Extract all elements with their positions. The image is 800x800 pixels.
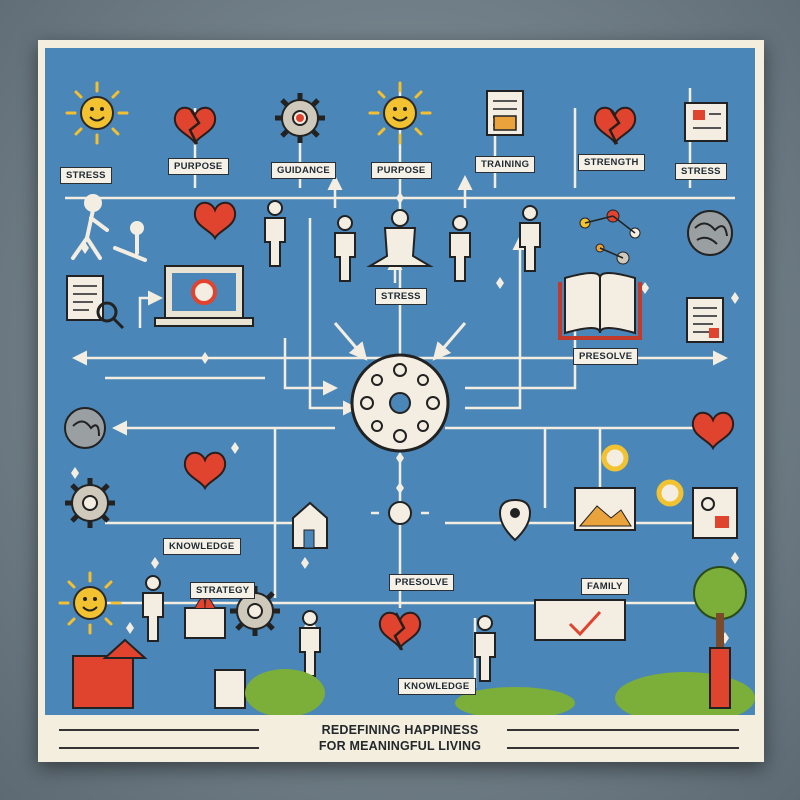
person-icon <box>474 615 496 682</box>
presolve-label: PRESOLVE <box>573 348 639 365</box>
landscape-picture-icon <box>574 487 636 531</box>
poster-footer: REDEFINING HAPPINESS FOR MEANINGFUL LIVI… <box>45 716 755 762</box>
person-icon <box>334 215 356 282</box>
stress-label: STRESS <box>60 167 112 184</box>
heart-icon <box>691 411 735 449</box>
presolve-label-2: PRESOLVE <box>389 574 455 591</box>
document-chart-icon <box>486 90 524 136</box>
gear-icon <box>65 478 115 528</box>
person-icon <box>299 610 321 677</box>
molecule-network-icon <box>579 209 641 265</box>
open-book-icon <box>558 272 642 340</box>
person-icon <box>449 215 471 282</box>
training-label: TRAINING <box>475 156 536 173</box>
checklist-icon <box>534 599 626 641</box>
brain-icon <box>64 407 106 449</box>
heart-badge-icon <box>183 451 227 489</box>
smiling-sun-icon <box>65 81 129 145</box>
smiling-sun-icon <box>368 81 432 145</box>
knowledge-label: KNOWLEDGE <box>163 538 241 555</box>
knowledge-label-2: KNOWLEDGE <box>398 678 476 695</box>
walking-people-icon <box>71 194 147 262</box>
strength-label: STRENGTH <box>578 154 645 171</box>
lightbulb-icon <box>371 484 429 525</box>
brain-icon <box>687 210 733 256</box>
tree-icon <box>693 566 747 653</box>
document-icon <box>686 297 724 343</box>
footer-title-line-2: FOR MEANINGFUL LIVING <box>318 739 482 753</box>
person-icon <box>519 205 541 272</box>
stress-label-2: STRESS <box>675 163 727 180</box>
smiling-sun-icon <box>58 571 122 635</box>
guidance-label-2: PURPOSE <box>371 162 432 179</box>
diagram-artwork <box>58 81 755 715</box>
heart-icon <box>193 201 237 239</box>
guidance-label: GUIDANCE <box>271 162 337 179</box>
photo-frame-icon <box>692 487 738 539</box>
meditating-person-icon <box>366 209 434 267</box>
footer-rule <box>507 747 739 749</box>
sun-badge-icon <box>601 444 684 507</box>
laptop-icon <box>154 265 254 327</box>
central-hub-icon <box>350 353 450 453</box>
footer-rule <box>59 747 259 749</box>
purpose-label: PURPOSE <box>168 158 229 175</box>
footer-title-line-1: REDEFINING HAPPINESS <box>321 723 479 737</box>
notice-board-icon <box>684 102 728 142</box>
gift-box-icon <box>184 597 226 639</box>
person-icon <box>264 200 286 267</box>
strategy-label: STRATEGY <box>190 582 256 599</box>
person-icon <box>142 575 164 642</box>
document-search-icon <box>66 275 125 330</box>
location-pin-icon <box>498 498 532 542</box>
family-label: FAMILY <box>581 578 629 595</box>
house-icon <box>292 501 328 549</box>
stress-center-label: STRESS <box>375 288 427 305</box>
poster: STRESS PURPOSE GUIDANCE PURPOSE TRAINING… <box>38 40 764 762</box>
footer-rule <box>59 729 259 731</box>
gear-sun-icon <box>275 93 325 143</box>
diagram-panel: STRESS PURPOSE GUIDANCE PURPOSE TRAINING… <box>45 48 755 715</box>
footer-rule <box>507 729 739 731</box>
connector-lines <box>65 88 735 688</box>
town-skyline-icon <box>72 638 755 715</box>
